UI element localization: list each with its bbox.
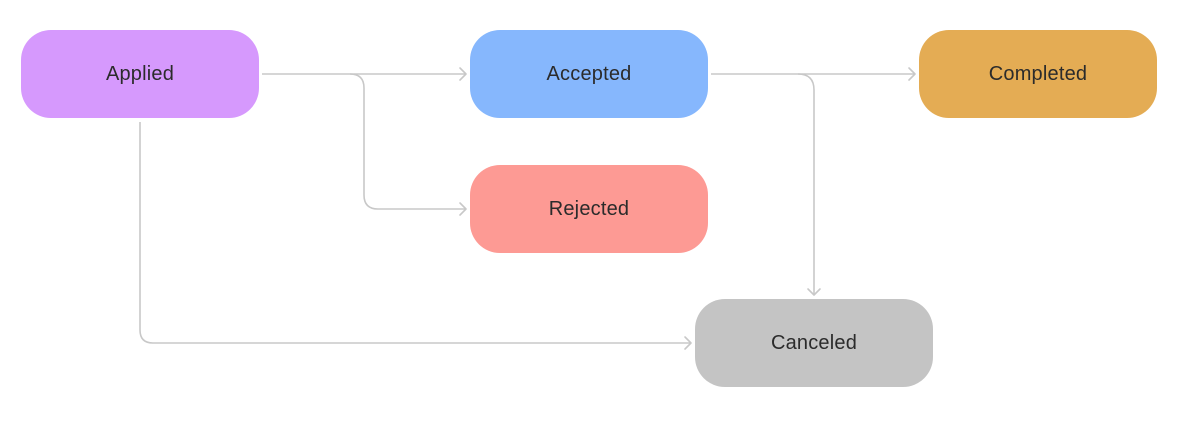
node-label-applied: Applied — [105, 62, 175, 85]
node-rejected: Rejected — [470, 165, 708, 253]
node-accepted: Accepted — [470, 30, 708, 118]
arrowhead-rejected — [459, 202, 467, 216]
arrowhead-canceled-left — [684, 336, 692, 350]
arrowhead-completed — [908, 67, 916, 81]
edge-applied-canceled — [139, 122, 691, 344]
arrowhead-canceled-top — [807, 288, 821, 296]
node-label-accepted: Accepted — [546, 62, 632, 85]
node-completed: Completed — [919, 30, 1157, 118]
edge-accepted-canceled — [797, 73, 815, 295]
node-label-rejected: Rejected — [548, 197, 630, 220]
arrowhead-accepted — [459, 67, 467, 81]
node-canceled: Canceled — [695, 299, 933, 387]
node-label-completed: Completed — [988, 62, 1088, 85]
edge-applied-rejected — [349, 73, 466, 210]
node-applied: Applied — [21, 30, 259, 118]
node-label-canceled: Canceled — [770, 331, 858, 354]
